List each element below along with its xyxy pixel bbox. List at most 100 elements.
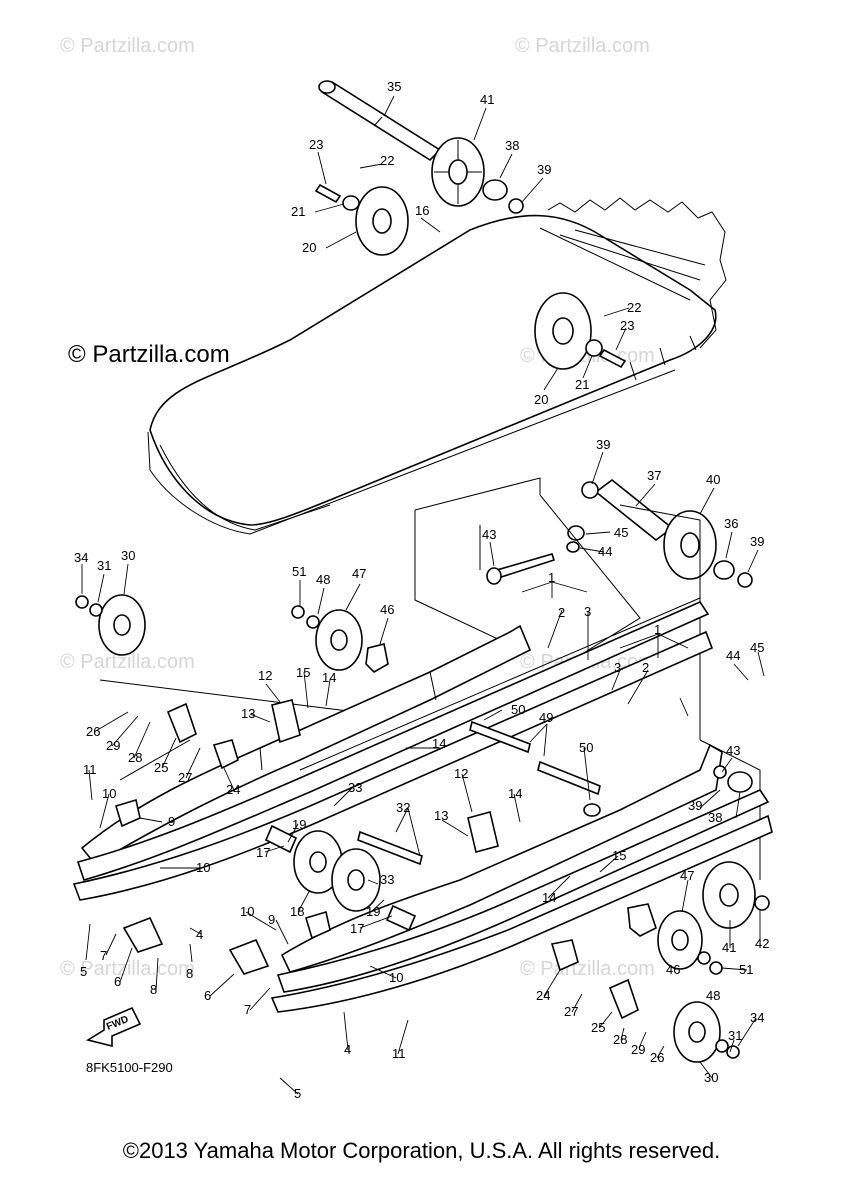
idler-wheel-20-right: [534, 292, 592, 370]
callout: 27: [178, 770, 192, 785]
callout: 21: [575, 377, 589, 392]
bolt-49: [537, 760, 601, 796]
washer-31-right: [715, 1039, 729, 1053]
callout: 5: [294, 1086, 301, 1101]
bushing-46-lower: [627, 903, 657, 937]
callout: 6: [204, 988, 211, 1003]
callout: 15: [612, 848, 626, 863]
callout: 23: [620, 318, 634, 333]
callout: 19: [292, 817, 306, 832]
slide-rail-left: [72, 597, 714, 901]
nut-39-rear2: [737, 572, 753, 588]
callout: 21: [291, 204, 305, 219]
nut-34-left: [75, 595, 89, 609]
bushing-24-upper: [212, 739, 239, 770]
callout: 1: [654, 622, 661, 637]
callout: 31: [97, 558, 111, 573]
callout: 3: [614, 660, 621, 675]
idler-wheel-41-lower: [702, 861, 756, 929]
bolt-50-upper: [469, 720, 531, 754]
callout: 39: [537, 162, 551, 177]
callout: 5: [80, 964, 87, 979]
bolt-32: [357, 830, 423, 866]
callout: 25: [154, 760, 168, 775]
callout: 46: [666, 962, 680, 977]
callout: 43: [482, 527, 496, 542]
callout: 47: [680, 868, 694, 883]
washer-31-left: [89, 603, 103, 617]
callout: 10: [196, 860, 210, 875]
callout: 25: [591, 1020, 605, 1035]
callout: 20: [302, 240, 316, 255]
callout: 13: [241, 706, 255, 721]
callout: 14: [508, 786, 522, 801]
callout: 50: [511, 702, 525, 717]
callout: 4: [196, 927, 203, 942]
callout: 29: [631, 1042, 645, 1057]
guard-6-upper: [122, 916, 164, 953]
callout: 6: [114, 974, 121, 989]
callout: 27: [564, 1004, 578, 1019]
callout: 51: [292, 564, 306, 579]
callout: 26: [86, 724, 100, 739]
callout: 45: [750, 640, 764, 655]
callout: 37: [647, 468, 661, 483]
spacer-17-upper: [264, 824, 298, 854]
callout: 7: [100, 948, 107, 963]
callout: 24: [226, 782, 240, 797]
callout: 30: [704, 1070, 718, 1085]
callout: 39: [750, 534, 764, 549]
idler-wheel-30-right: [673, 1001, 721, 1063]
callout: 44: [598, 544, 612, 559]
callout: 14: [432, 736, 446, 751]
rear-axle-37: [594, 478, 674, 542]
idler-wheel-19: [331, 848, 381, 912]
callout: 29: [106, 738, 120, 753]
callout: 44: [726, 648, 740, 663]
bushing-38-rear: [727, 771, 753, 793]
bushing-36: [713, 560, 735, 580]
bolt-23-right: [598, 348, 627, 369]
callout: 4: [344, 1042, 351, 1057]
callout: 22: [380, 153, 394, 168]
callout: 39: [596, 437, 610, 452]
front-axle-shaft: [318, 80, 442, 162]
fwd-arrow-icon: FWD: [85, 1006, 142, 1048]
callout: 35: [387, 79, 401, 94]
copyright-notice: ©2013 Yamaha Motor Corporation, U.S.A. A…: [122, 1138, 721, 1163]
bushing-38: [482, 179, 508, 201]
bushing-24-lower: [550, 939, 579, 972]
callout: 28: [613, 1032, 627, 1047]
watermark: © Partzilla.com: [60, 651, 195, 673]
callout: 22: [627, 300, 641, 315]
bushing-46-upper: [365, 643, 389, 673]
collar-21-top: [342, 195, 360, 211]
nut-42: [754, 895, 770, 911]
callout: 17: [350, 921, 364, 936]
collar-21-right: [585, 339, 603, 357]
callout: 42: [755, 936, 769, 951]
watermark-primary: © Partzilla.com: [68, 341, 230, 368]
callout: 20: [534, 392, 548, 407]
callout: 33: [380, 872, 394, 887]
bolt-23-top: [314, 183, 342, 204]
guard-6-lower: [228, 938, 270, 975]
idler-wheel-20-top: [355, 186, 409, 256]
bracket-25-lower: [608, 978, 639, 1020]
callout: 18: [290, 904, 304, 919]
callout: 38: [708, 810, 722, 825]
nut-39-lower: [713, 765, 727, 779]
callout: 31: [728, 1028, 742, 1043]
callout: 9: [268, 912, 275, 927]
spacer-17-lower: [385, 904, 417, 932]
callout: 14: [542, 890, 556, 905]
watermark: © Partzilla.com: [515, 35, 650, 57]
nut-51-lower: [709, 961, 723, 975]
idler-wheel-30-left: [98, 594, 146, 656]
nut-34-right: [726, 1045, 740, 1059]
callout: 47: [352, 566, 366, 581]
callout: 24: [536, 988, 550, 1003]
callout: 32: [396, 800, 410, 815]
slider-bracket-12-upper: [271, 699, 301, 744]
callout: 26: [650, 1050, 664, 1065]
